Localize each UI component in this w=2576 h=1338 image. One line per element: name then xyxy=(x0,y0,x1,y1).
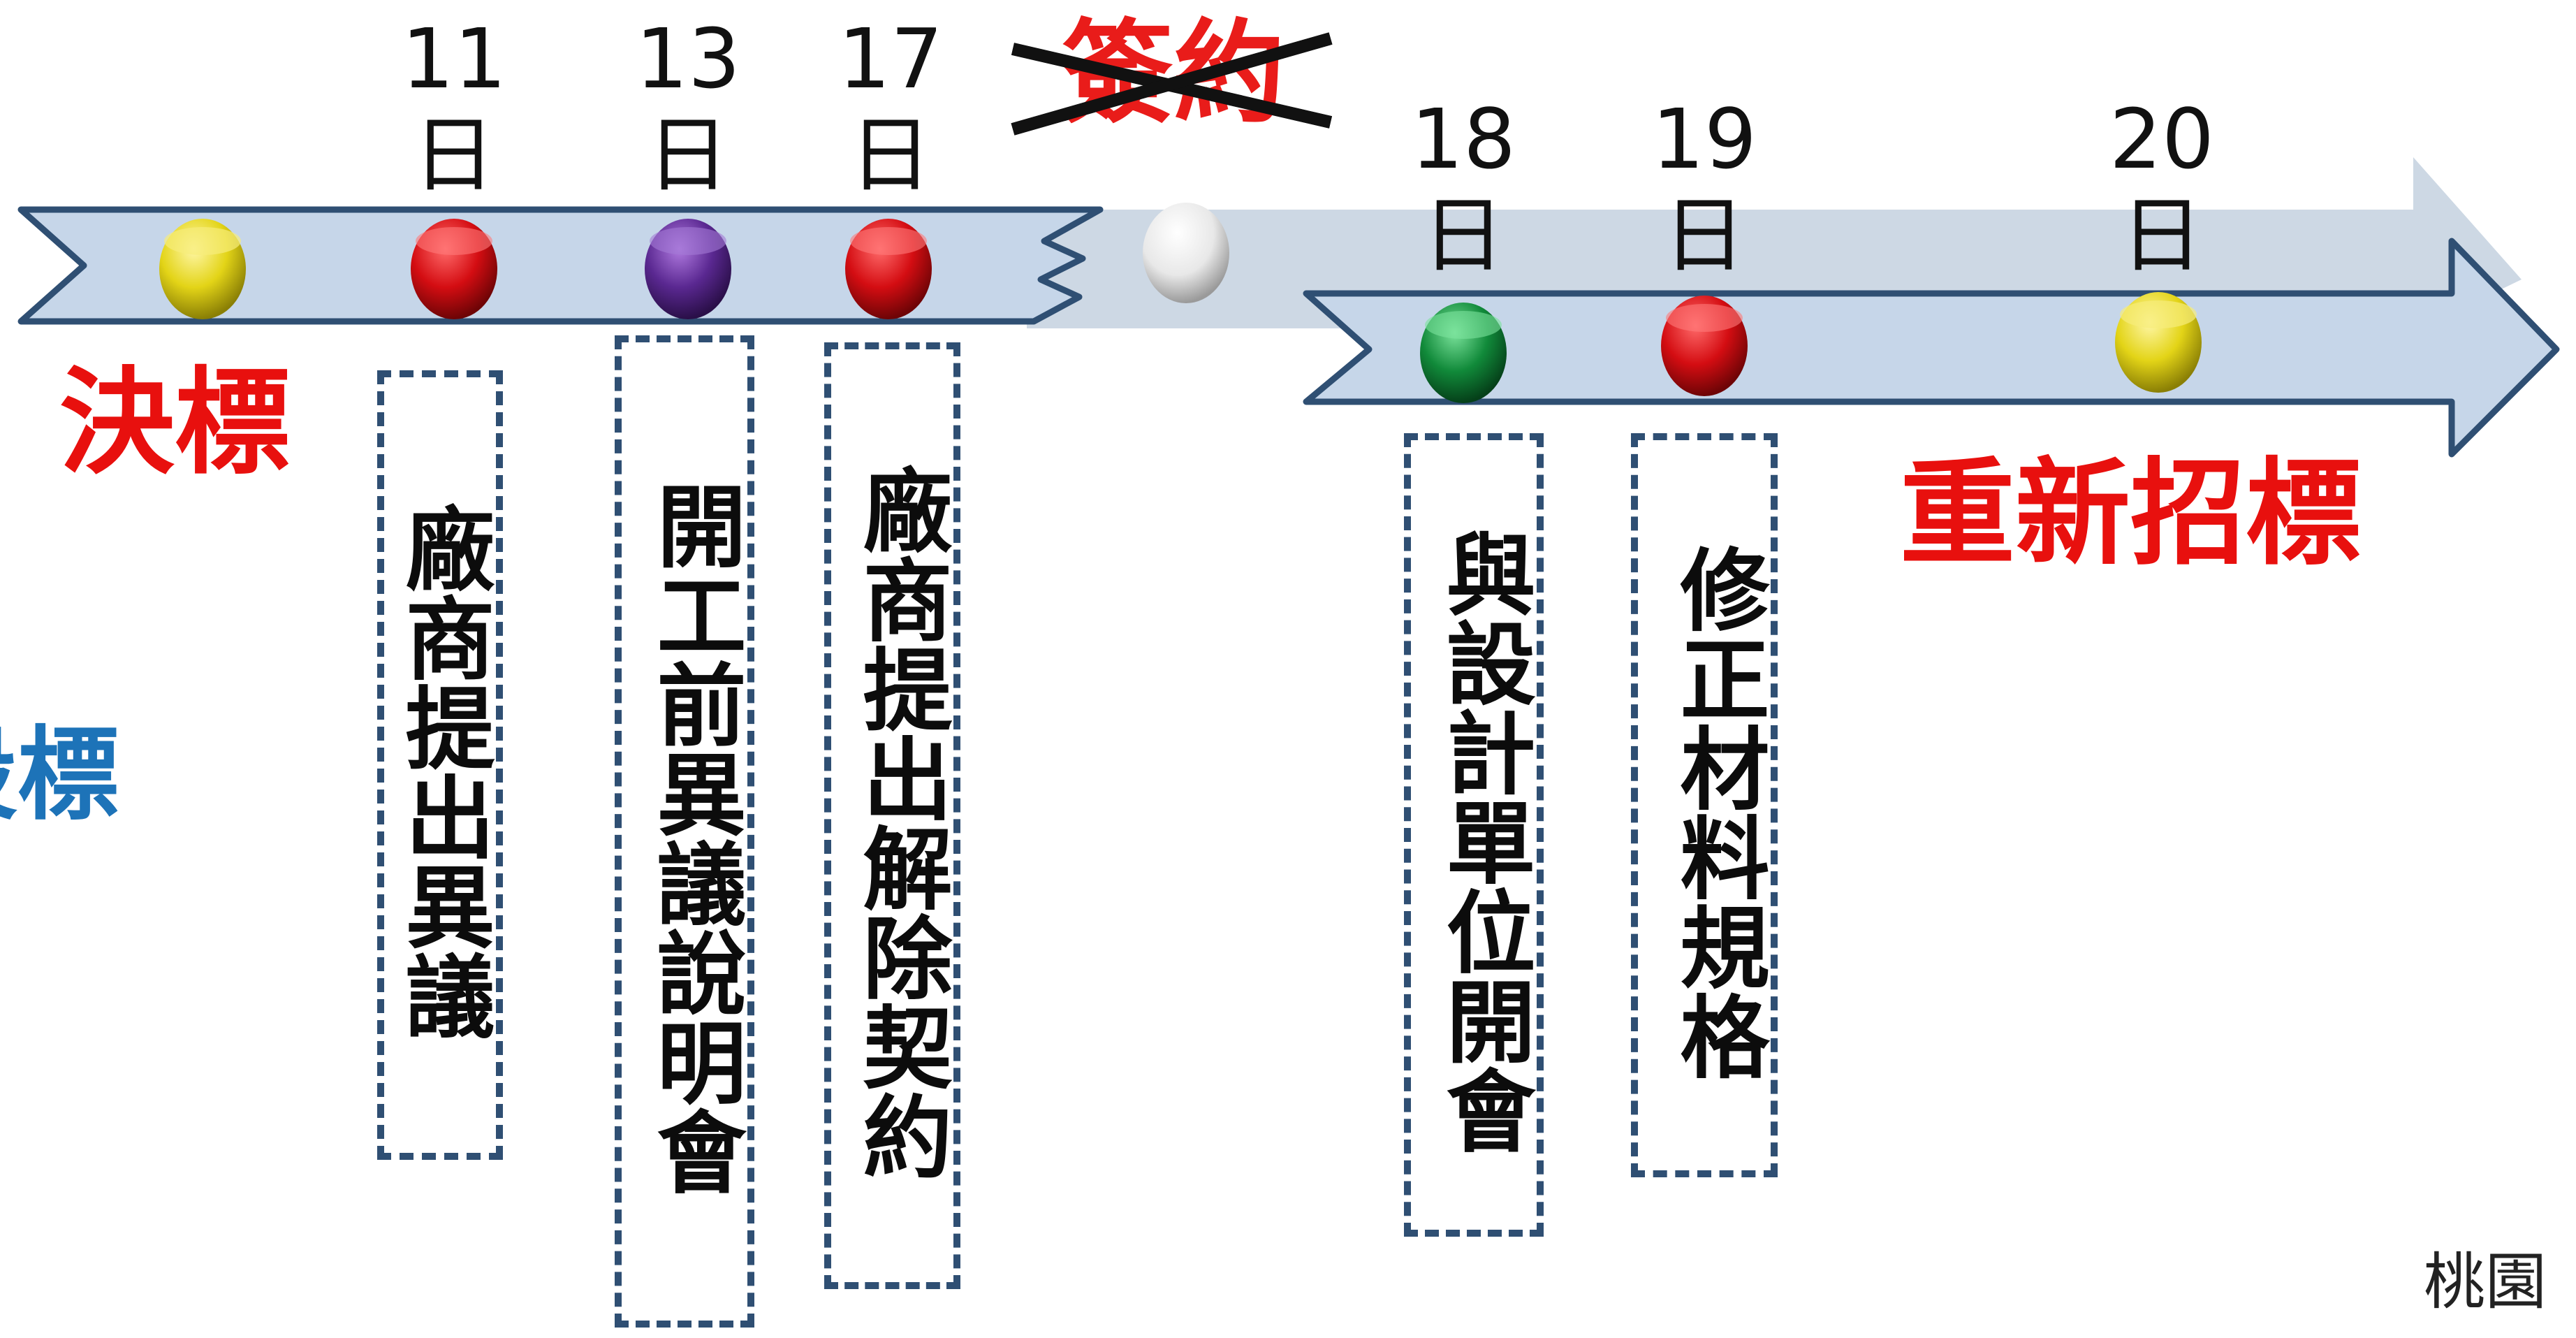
pin-day-11 xyxy=(411,219,497,319)
day-unit: 日 xyxy=(646,107,729,203)
pin-day-20 xyxy=(2115,292,2202,393)
signing-cross-overlay xyxy=(1011,32,1333,136)
watermark-text: 桃園 xyxy=(2424,1246,2547,1318)
day-number: 11 xyxy=(401,10,507,107)
day-number: 19 xyxy=(1651,91,1757,187)
pin-day-13 xyxy=(645,219,731,319)
day-number: 13 xyxy=(635,10,741,107)
day-unit: 日 xyxy=(1662,187,1746,284)
date-day-17: 17 日 xyxy=(814,17,967,196)
note-box-day-18: 與設計單位開會 xyxy=(1404,433,1544,1237)
note-text: 開工前異議說明會 xyxy=(641,480,745,1195)
day-unit: 日 xyxy=(2120,187,2203,284)
note-text: 修正材料規格 xyxy=(1664,543,1769,1080)
note-text: 廠商提出異議 xyxy=(390,503,494,1040)
day-number: 17 xyxy=(837,10,944,107)
note-text: 與設計單位開會 xyxy=(1430,528,1535,1154)
rebid-timeline-arrow xyxy=(1303,238,2560,458)
date-day-18: 18 日 xyxy=(1386,98,1540,277)
day-number: 18 xyxy=(1410,91,1516,187)
date-day-11: 11 日 xyxy=(377,17,531,196)
pin-day-19 xyxy=(1661,296,1748,396)
pin-signing-cancelled xyxy=(1143,203,1229,303)
pin-day-17 xyxy=(845,219,932,319)
note-box-day-19: 修正材料規格 xyxy=(1631,433,1778,1177)
note-box-day-17: 廠商提出解除契約 xyxy=(824,342,960,1289)
rebid-label: 重新招標 xyxy=(1900,446,2361,581)
date-day-20: 20 日 xyxy=(2085,98,2239,277)
day-unit: 日 xyxy=(1421,187,1505,284)
partial-bid-label: 設標 xyxy=(0,716,119,834)
day-unit: 日 xyxy=(849,107,932,203)
faded-timeline-arrow xyxy=(1027,157,2522,332)
award-label: 決標 xyxy=(59,356,290,490)
note-box-day-13: 開工前異議說明會 xyxy=(615,335,754,1328)
pin-award xyxy=(159,219,246,319)
pin-day-18 xyxy=(1420,303,1507,403)
day-number: 20 xyxy=(2109,91,2215,187)
note-text: 廠商提出解除契約 xyxy=(847,464,951,1180)
note-box-day-11: 廠商提出異議 xyxy=(377,370,503,1160)
date-day-19: 19 日 xyxy=(1627,98,1781,277)
day-unit: 日 xyxy=(412,107,495,203)
original-timeline-band xyxy=(17,206,1104,325)
date-day-13: 13 日 xyxy=(611,17,765,196)
